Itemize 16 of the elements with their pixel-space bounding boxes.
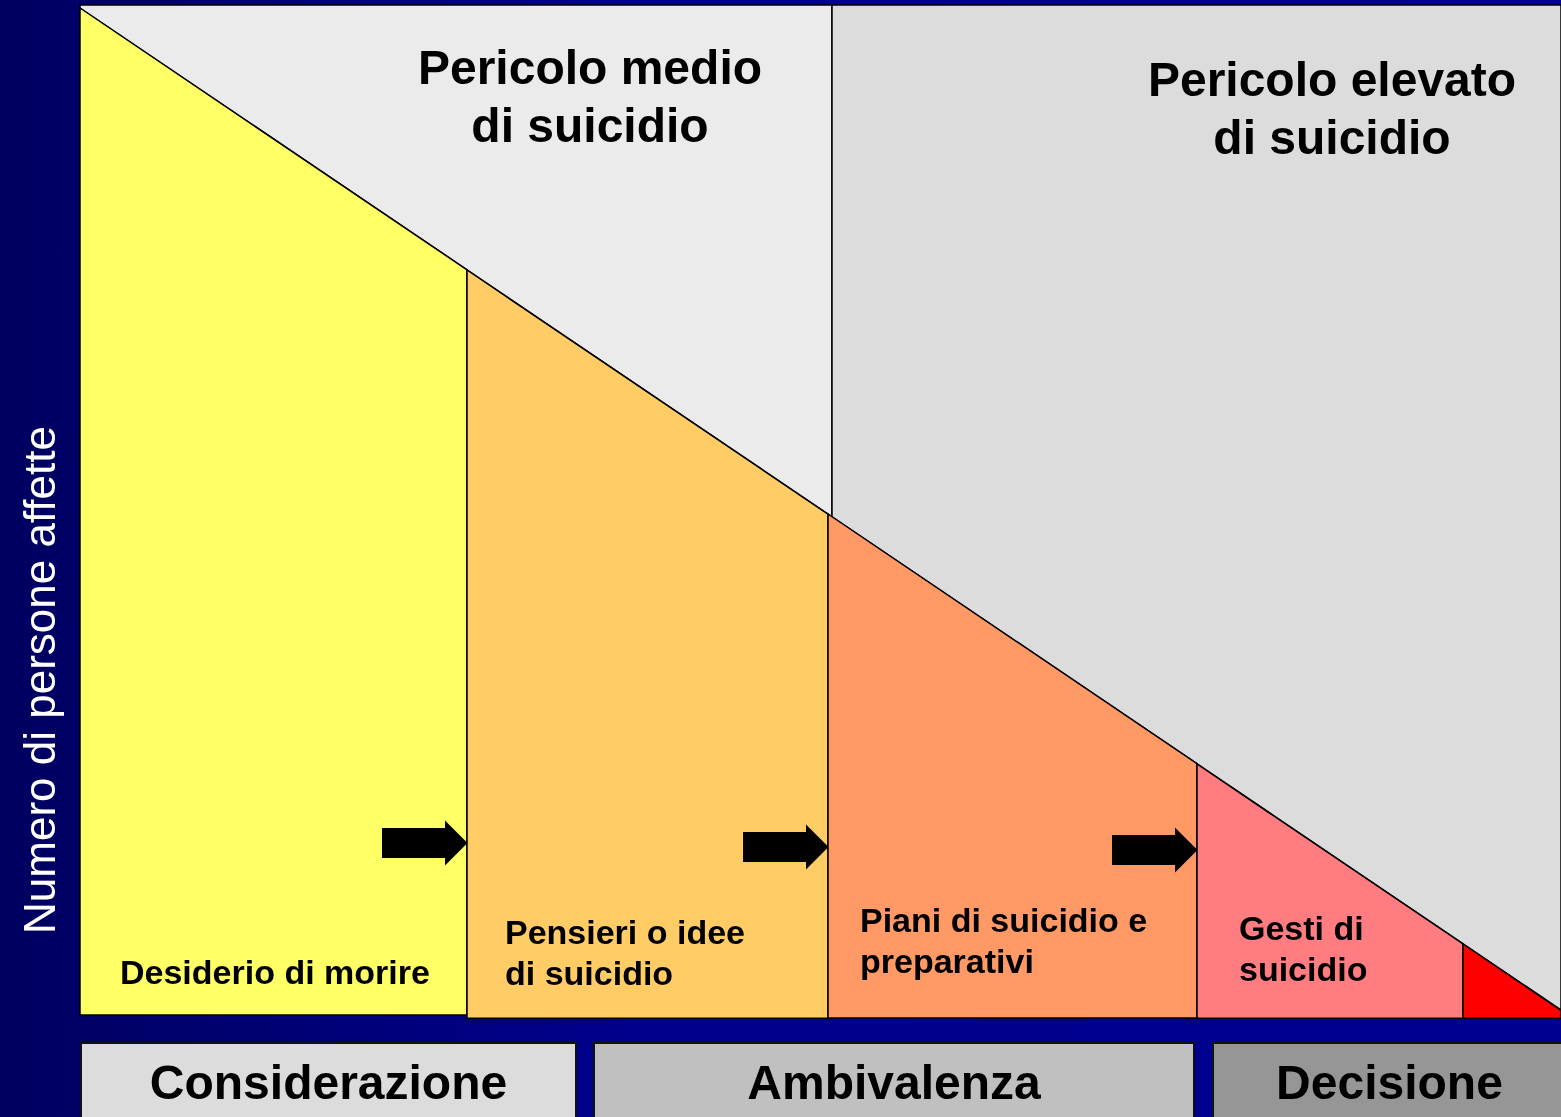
block-arrow — [1112, 827, 1198, 873]
axis-label: Numero di persone affette — [15, 426, 65, 934]
stage-label: Pensieri o idee di suicidio — [505, 912, 746, 994]
phase-box — [80, 1042, 577, 1117]
block-arrow — [382, 820, 468, 866]
phase-label: Considerazione — [148, 1055, 509, 1111]
stage-label: Gesti di suicidio — [1239, 908, 1369, 990]
phase-box — [1212, 1042, 1561, 1117]
block-arrow — [743, 824, 829, 870]
phase-box — [593, 1042, 1195, 1117]
phase-label: Ambivalenza — [746, 1055, 1042, 1111]
stage-label: Piani di suicidio e preparativi — [860, 900, 1149, 982]
zone-label: Pericolo elevato di suicidio — [1146, 52, 1518, 166]
stage-label: Desiderio di morire — [120, 952, 431, 993]
zone-label: Pericolo medio di suicidio — [416, 40, 764, 154]
phase-label: Decisione — [1275, 1055, 1504, 1111]
